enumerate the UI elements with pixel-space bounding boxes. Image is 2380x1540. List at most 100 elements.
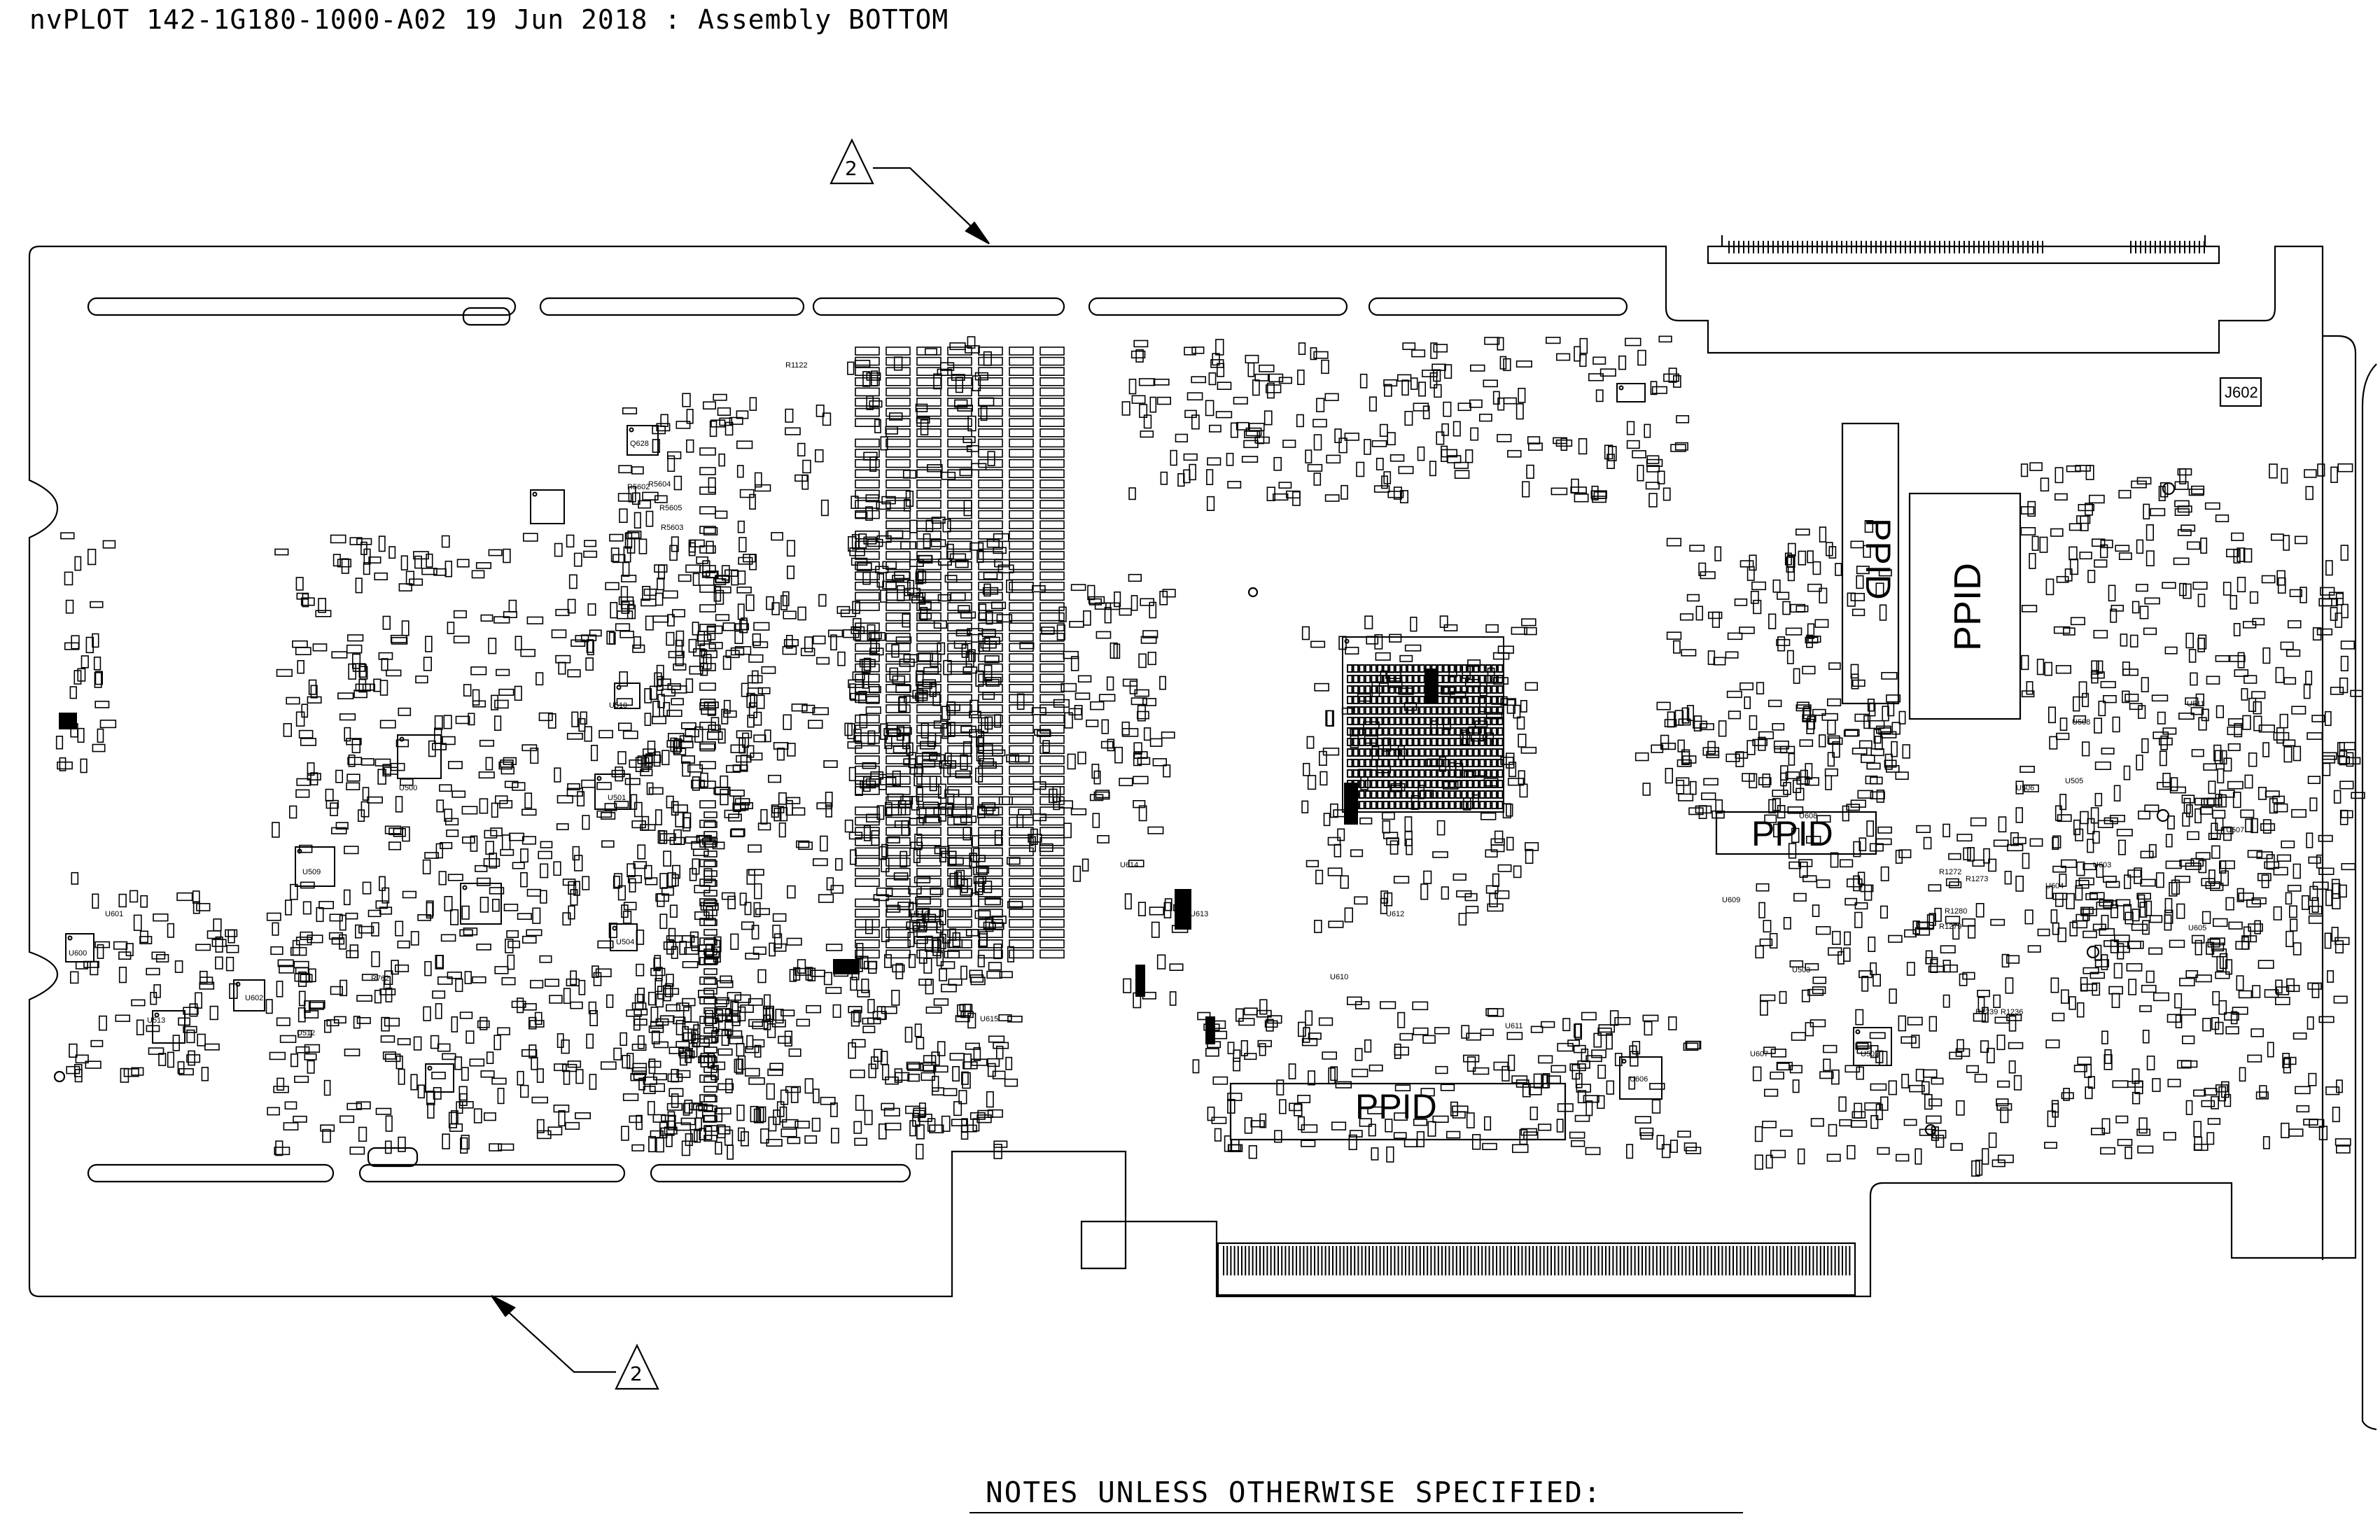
passive-footprint <box>2191 934 2205 944</box>
capacitor <box>886 898 911 908</box>
passive-footprint <box>300 597 315 606</box>
passive-footprint <box>438 871 447 886</box>
passive-footprint <box>2194 797 2208 806</box>
passive-footprint <box>2136 892 2151 900</box>
passive-footprint <box>1401 379 1409 396</box>
passive-footprint <box>748 654 764 663</box>
passive-footprint <box>1241 456 1259 463</box>
passive-footprint <box>339 1115 355 1124</box>
passive-footprint <box>2090 972 2106 979</box>
passive-footprint <box>1689 780 1697 795</box>
passive-footprint <box>1210 359 1224 368</box>
passive-footprint <box>339 713 356 721</box>
passive-footprint <box>1070 584 1086 592</box>
capacitor <box>978 683 1003 693</box>
capacitor <box>1009 407 1034 417</box>
passive-footprint <box>69 1043 78 1058</box>
passive-footprint <box>2264 861 2280 869</box>
pin1-dot <box>427 1065 433 1071</box>
passive-footprint <box>447 874 463 881</box>
passive-footprint <box>2167 1079 2181 1088</box>
passive-footprint <box>1935 1135 1945 1148</box>
passive-footprint <box>298 990 306 1007</box>
passive-footprint <box>355 578 363 594</box>
passive-footprint <box>668 1088 684 1097</box>
passive-footprint <box>1313 434 1322 451</box>
capacitor <box>855 776 880 785</box>
passive-footprint <box>1847 878 1863 888</box>
passive-footprint <box>363 561 370 575</box>
capacitor <box>916 581 941 591</box>
bga-pad <box>1455 727 1462 736</box>
bga-pad <box>1389 717 1395 725</box>
bga-pad <box>1371 769 1377 778</box>
capacitor <box>1040 796 1065 806</box>
passive-footprint <box>428 740 436 757</box>
passive-footprint <box>556 823 569 831</box>
capacitor <box>978 837 1003 846</box>
passive-footprint <box>618 465 632 474</box>
bga-pad <box>1467 738 1474 746</box>
passive-footprint <box>511 1000 526 1008</box>
passive-footprint <box>848 1042 856 1059</box>
passive-footprint <box>423 1006 431 1021</box>
passive-footprint <box>568 574 578 589</box>
passive-footprint <box>1483 379 1498 388</box>
passive-footprint <box>2318 834 2333 842</box>
bga-pad <box>1364 717 1371 725</box>
passive-footprint <box>1988 858 1997 872</box>
passive-footprint <box>1990 918 2005 926</box>
passive-footprint <box>1506 1032 1523 1040</box>
passive-footprint <box>75 1054 89 1064</box>
passive-footprint <box>1286 490 1301 499</box>
passive-footprint <box>290 883 298 900</box>
passive-footprint <box>1856 1042 1872 1049</box>
capacitor <box>947 714 972 724</box>
passive-footprint <box>2024 784 2039 792</box>
reference-designator: U510 <box>609 701 628 710</box>
bga-pad <box>1455 685 1462 694</box>
passive-footprint <box>295 647 312 655</box>
passive-footprint <box>2136 539 2144 554</box>
passive-footprint <box>690 931 699 947</box>
passive-footprint <box>555 654 571 664</box>
passive-footprint <box>918 652 933 662</box>
passive-footprint <box>461 1067 469 1081</box>
capacitor <box>855 909 880 918</box>
passive-footprint <box>704 956 719 965</box>
bga-pad <box>1407 780 1413 788</box>
passive-footprint <box>650 967 666 976</box>
capacitor <box>1040 837 1065 846</box>
bga-pad <box>1419 780 1425 788</box>
passive-footprint <box>225 956 234 972</box>
capacitor <box>916 898 941 908</box>
bga-pad <box>1424 759 1432 767</box>
capacitor <box>947 510 972 519</box>
ppid-box <box>1841 422 1900 705</box>
bga-pad <box>1485 790 1492 799</box>
capacitor <box>855 939 880 948</box>
passive-footprint <box>713 393 727 401</box>
passive-footprint <box>1663 373 1679 382</box>
passive-footprint <box>442 736 456 746</box>
capacitor <box>1009 377 1034 386</box>
passive-footprint <box>986 970 1002 979</box>
passive-footprint <box>707 1053 715 1069</box>
passive-footprint <box>1432 363 1446 371</box>
passive-footprint <box>929 776 937 792</box>
capacitor <box>978 428 1003 438</box>
passive-footprint <box>1519 783 1528 798</box>
passive-footprint <box>1350 849 1364 858</box>
passive-footprint <box>2179 860 2194 867</box>
passive-footprint <box>651 715 666 724</box>
passive-footprint <box>619 671 629 687</box>
passive-footprint <box>738 537 747 553</box>
passive-footprint <box>2103 876 2117 883</box>
passive-footprint <box>1670 1140 1678 1153</box>
passive-footprint <box>1676 415 1690 424</box>
passive-footprint <box>1308 1070 1316 1086</box>
bga-pad <box>1437 790 1443 799</box>
bga-pad <box>1497 675 1504 683</box>
bga-pad <box>1431 727 1437 736</box>
bga-pad <box>1497 790 1504 799</box>
